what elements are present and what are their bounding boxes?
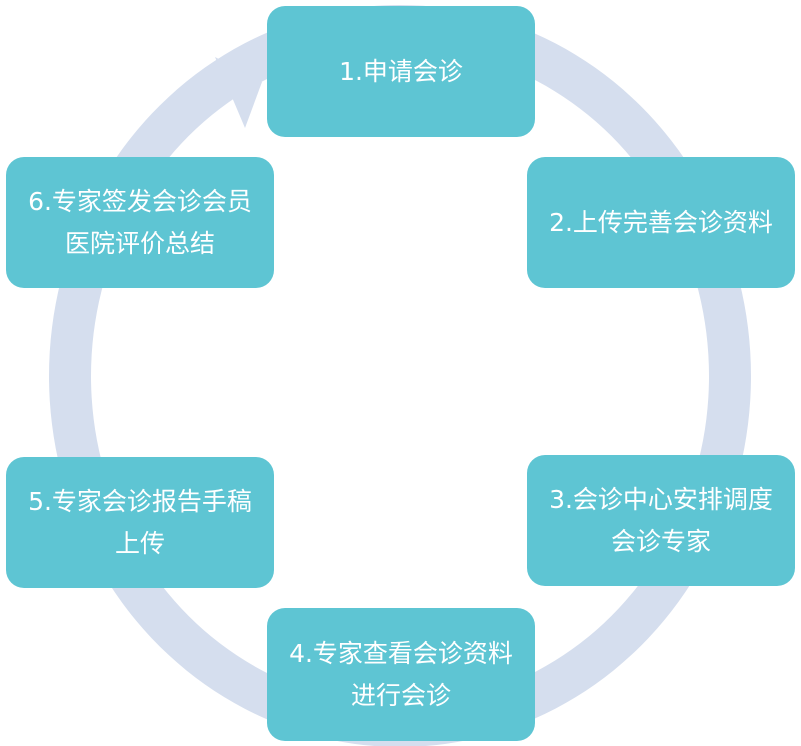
step-6-label: 6.专家签发会诊会员医院评价总结 [28,186,252,258]
step-5-label: 5.专家会诊报告手稿上传 [28,486,252,558]
step-3-box: 3.会诊中心安排调度会诊专家 [527,455,795,586]
step-1-label: 1.申请会诊 [339,56,463,86]
step-4-label: 4.专家查看会诊资料进行会诊 [289,638,513,710]
step-6-box: 6.专家签发会诊会员医院评价总结 [6,157,274,288]
step-2-box: 2.上传完善会诊资料 [527,157,795,288]
step-5-box: 5.专家会诊报告手稿上传 [6,457,274,588]
cycle-arrowhead [215,57,262,128]
step-2-label: 2.上传完善会诊资料 [549,207,773,237]
step-1-box: 1.申请会诊 [267,6,535,137]
step-3-label: 3.会诊中心安排调度会诊专家 [549,484,773,556]
step-4-box: 4.专家查看会诊资料进行会诊 [267,608,535,741]
